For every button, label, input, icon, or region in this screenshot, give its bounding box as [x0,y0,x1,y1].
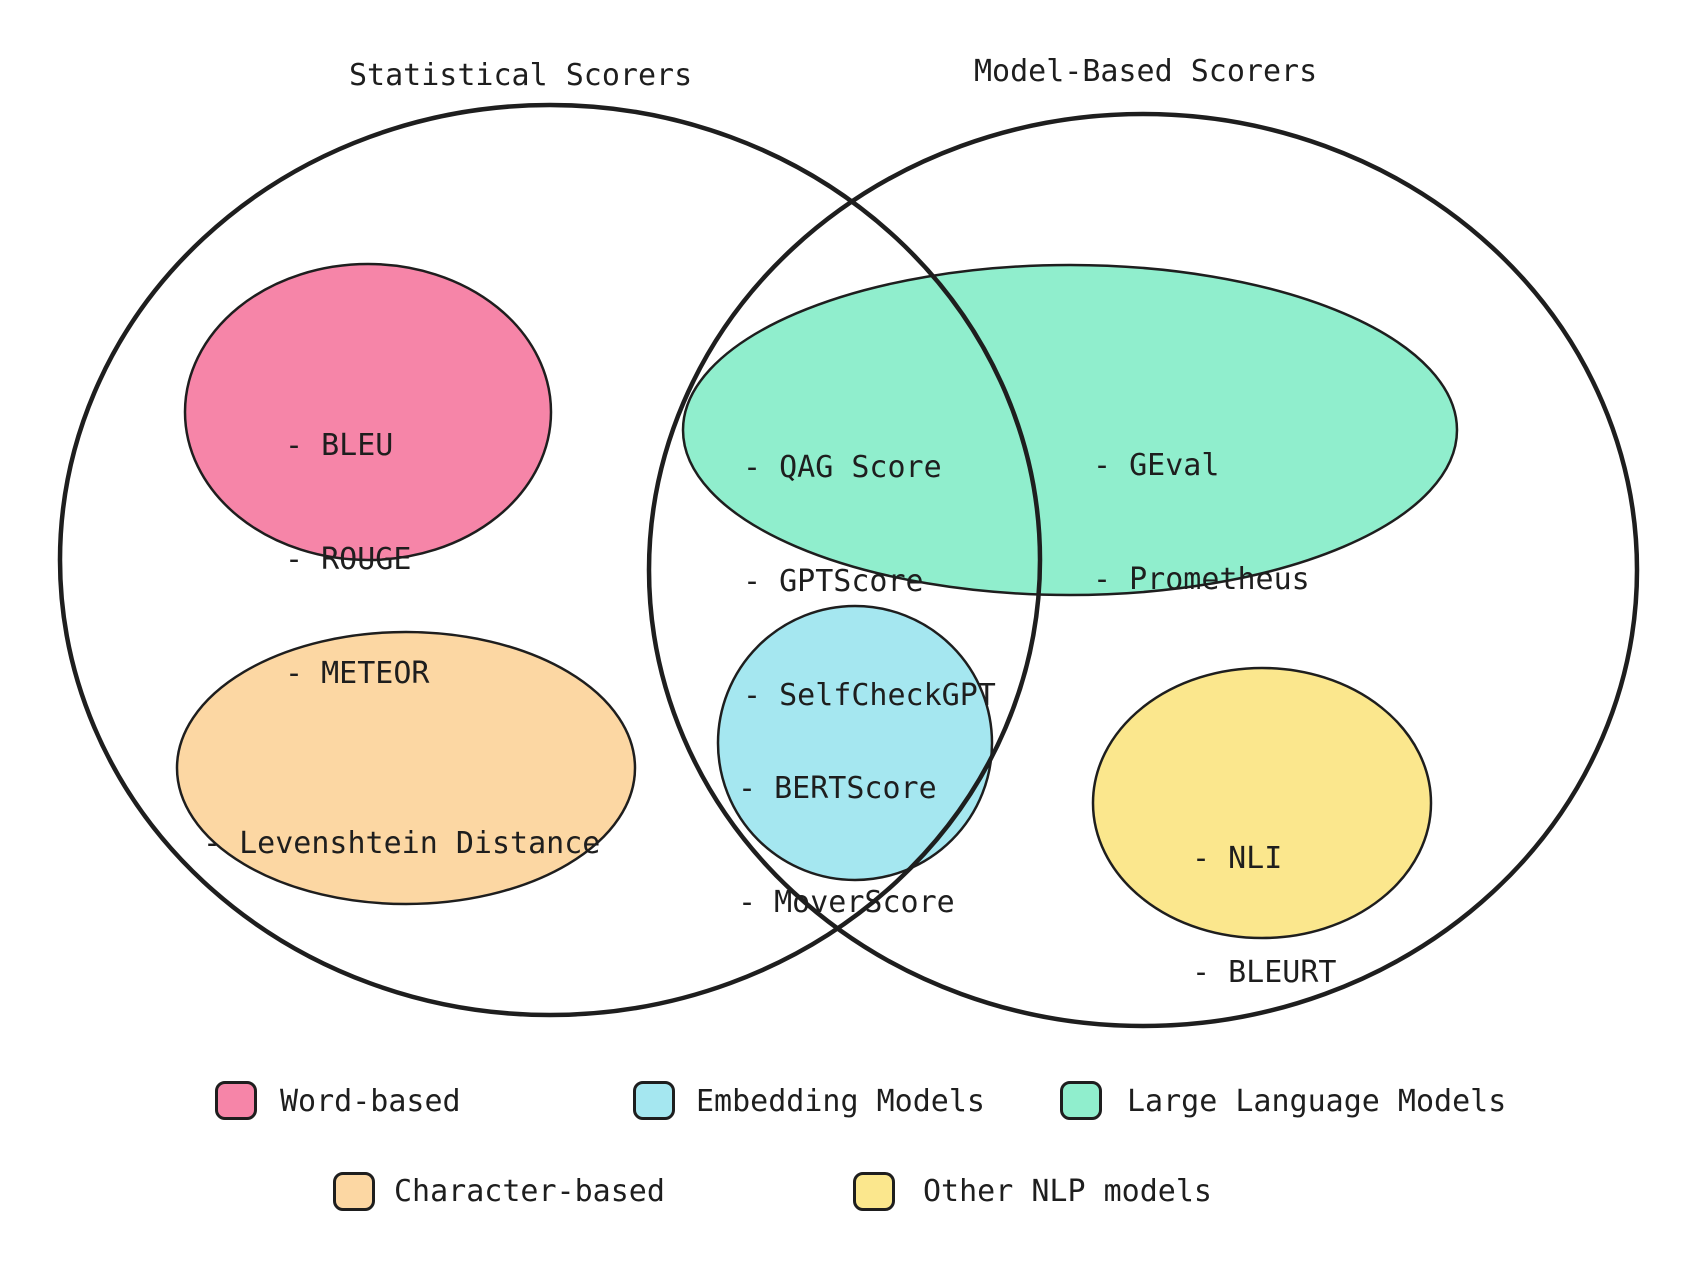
metric-item: - QAG Score [743,450,942,485]
other-nlp-legend-label: Other NLP models [923,1174,1212,1209]
statistical-scorers-title: Statistical Scorers [349,58,693,93]
word-based-ellipse [183,262,553,562]
word-based-items: - BLEU - ROUGE - METEOR [285,351,430,769]
character-based-legend-swatch [333,1172,375,1211]
metric-item: - GPTScore [743,564,924,599]
metric-item: - MoverScore [738,885,955,920]
llm-ellipse [681,263,1459,597]
embedding-models-legend-swatch [633,1081,675,1120]
character-based-items: - Levenshtein Distance [203,749,600,939]
llm-overlap-items: - QAG Score - GPTScore - SelfCheckGPT [743,373,996,791]
metric-item: - BERTScore [738,771,937,806]
metric-item: - METEOR [285,656,430,691]
llm-legend-swatch [1060,1081,1102,1120]
llm-legend-label: Large Language Models [1127,1084,1507,1119]
metric-item: - NLI [1192,841,1283,876]
other-nlp-ellipse [1091,666,1433,940]
word-based-legend-label: Word-based [280,1084,461,1119]
model-based-scorers-circle [646,111,1640,1029]
embedding-models-circle [716,604,994,882]
metric-item: - ROUGE [285,542,412,577]
metric-item: - BLEURT [1192,955,1337,990]
metric-item: - Levenshtein Distance [203,826,601,861]
metric-item: - Prometheus [1093,562,1310,597]
model-based-scorers-title: Model-Based Scorers [974,54,1318,89]
other-nlp-legend-swatch [853,1172,895,1211]
metric-item: - GEval [1093,448,1220,483]
metric-item: - SelfCheckGPT [743,678,996,713]
other-nlp-items: - NLI - BLEURT [1192,764,1337,1068]
embedding-models-legend-label: Embedding Models [696,1084,985,1119]
character-based-ellipse [175,630,637,906]
statistical-scorers-circle [57,102,1043,1018]
word-based-legend-swatch [215,1081,257,1120]
embedding-models-items: - BERTScore - MoverScore [738,694,955,998]
character-based-legend-label: Character-based [394,1174,665,1209]
metric-item: - BLEU [285,428,394,463]
llm-model-only-items: - GEval - Prometheus [1093,371,1310,675]
